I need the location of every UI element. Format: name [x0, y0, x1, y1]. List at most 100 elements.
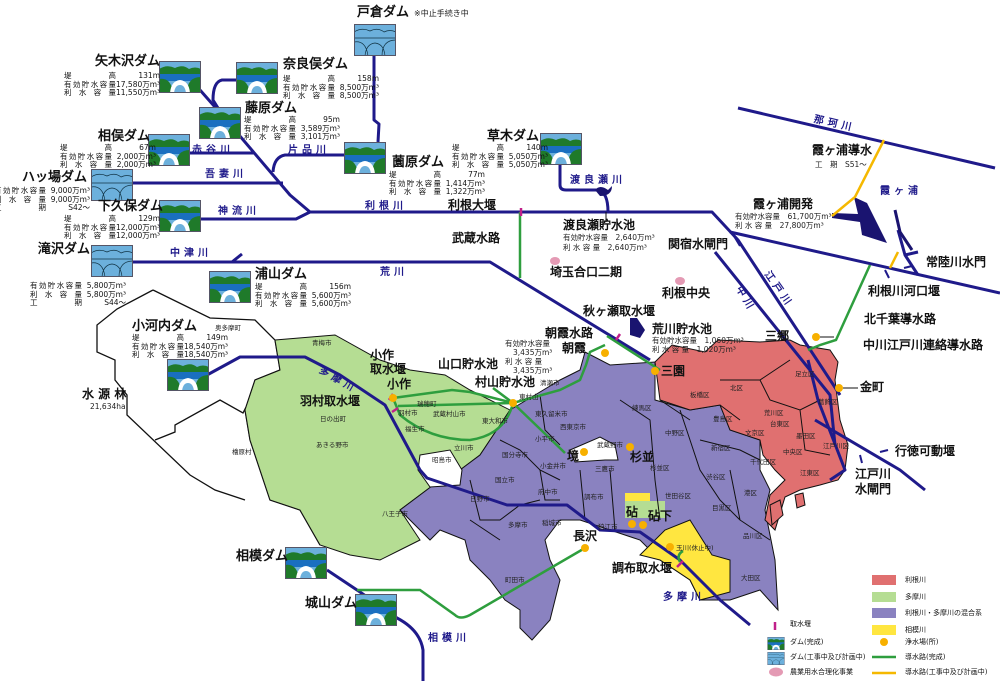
dam-icon — [159, 200, 201, 232]
label-ozaku: 小作 — [387, 377, 412, 391]
dam-stat-value: 1,414万m³ — [445, 178, 485, 188]
watarase-reservoir-shape — [595, 186, 612, 196]
conduit-tamagawa — [677, 549, 684, 563]
ward-label: 東大和市 — [482, 417, 508, 425]
legend-label-conduit-planned: 導水路(工事中及び計画中) — [905, 668, 988, 676]
dam-stat-value: 8,500万m³ — [339, 82, 379, 92]
agri-saitama — [550, 257, 560, 265]
dam-stat-label: 利水容量 — [255, 299, 307, 308]
dam-planned-icon — [354, 24, 396, 56]
river-label-kanna: 神流川 — [218, 206, 260, 217]
river-katashina — [271, 153, 345, 173]
label-watarase-s1: 有効貯水容量 2,640万m³ — [563, 233, 655, 242]
dam-stat-label: 工期 — [0, 203, 46, 212]
ward-label: 福生市 — [405, 425, 425, 433]
legend-label-plant: 浄水場(所) — [905, 638, 939, 646]
label-nagasawa: 長沢 — [573, 529, 598, 543]
ward-label: 国分寺市 — [502, 451, 528, 459]
dam-stat-value: 12,000万m³ — [116, 231, 161, 240]
river-edo — [806, 359, 926, 492]
ward-label: 狛江市 — [598, 523, 618, 531]
dam-stat-label: 堤高 — [255, 282, 307, 291]
ward-label: 千代田区 — [750, 458, 776, 466]
area-musashino — [569, 436, 619, 463]
ward-label: 練馬区 — [632, 404, 652, 412]
ward-label: 小平市 — [535, 435, 555, 443]
dam-stat-row: 工期S42～ — [0, 203, 90, 213]
dam-stat-label: 利水容量 — [0, 194, 46, 204]
label-ozaku-weir2: 取水堰 — [370, 362, 407, 376]
label-arakawa-s1: 有効貯水容量 1,060万m³ — [652, 336, 744, 345]
plant-kinutashita — [639, 521, 647, 529]
conduit-sakai — [512, 402, 566, 454]
river-label-katashina: 片品川 — [288, 145, 330, 156]
dam-stat-label: 利水容量 — [64, 88, 116, 97]
ward-label: 東久留米市 — [535, 410, 568, 418]
label-musashi: 武蔵水路 — [452, 231, 501, 245]
ward-label: 中野区 — [665, 429, 685, 437]
dam-stat-row: 堤高 140m — [452, 143, 548, 153]
dam-stat-row: 利水容量9,000万m³ — [0, 194, 90, 205]
label-yamaguchi-s4: 3,435万m³ — [513, 366, 553, 375]
river-label-tama_low: 多摩川 — [663, 592, 705, 603]
ward-label: 台東区 — [770, 420, 790, 428]
dam-icon — [159, 61, 201, 93]
dam-stat-value: 5,800万m³ — [86, 289, 126, 299]
conduit-kasumigaura-lower — [888, 251, 900, 269]
dam-icon — [236, 62, 278, 94]
dam-stat-label: 有効貯水容量 — [64, 79, 116, 89]
legend-label-agri: 農業用水合理化事業 — [790, 668, 853, 676]
label-ozaku-weir1: 小作 — [370, 348, 395, 362]
dam-stat-label: 堤高 — [452, 143, 504, 152]
dam-stat-label: 有効貯水容量 — [30, 281, 82, 290]
dam-stat-value: 140m — [526, 143, 548, 152]
ward-label: 清瀬市 — [540, 379, 560, 387]
dam-name-takizawa: 滝沢ダム — [38, 242, 91, 257]
ward-label: 府中市 — [538, 488, 558, 496]
label-higashimurayama: 東村山 — [519, 393, 539, 401]
area-sagami-kinuta — [625, 493, 650, 501]
ward-label: 日野市 — [470, 495, 490, 503]
ward-borders — [469, 359, 831, 541]
plant-higashimurayama — [509, 399, 517, 407]
dam-stat-label: 堤高 — [60, 143, 112, 152]
dam-stat-value: 3,101万m³ — [300, 132, 340, 141]
ward-label: 江戸川区 — [823, 442, 849, 450]
dam-stat-label: 利水容量 — [244, 132, 296, 141]
dam-name-tokura: 戸倉ダム — [357, 5, 410, 20]
plant-nagasawa — [581, 544, 589, 552]
label-nakagawa-edogawa: 中川江戸川連絡導水路 — [863, 338, 984, 352]
dam-stat-label: 有効貯水容量 — [64, 222, 116, 232]
label-tamagawa: 玉川(休止中) — [676, 544, 714, 552]
conduit-planned-network — [831, 139, 900, 269]
legend-swatch-sagami — [872, 625, 896, 635]
purification-plants — [389, 333, 843, 552]
label-murayama: 村山貯水池 — [475, 375, 536, 389]
legend-swatch-mixed — [872, 608, 896, 618]
dam-stat-label: 堤高 — [64, 214, 116, 223]
dam-stat-value: 2,000万m³ — [116, 160, 156, 169]
area-tone-island — [794, 492, 806, 509]
dam-name-fujiwara: 藤原ダム — [245, 101, 298, 116]
dam-planned-icon — [91, 245, 133, 277]
dam-name-yagisawa: 矢木沢ダム — [95, 54, 161, 69]
label-watarase-s2: 利 水 容 量 2,640万m³ — [563, 243, 647, 252]
dam-icon — [167, 359, 209, 391]
lake-kitaura — [893, 209, 914, 251]
river-label-agatsuma: 吾妻川 — [205, 169, 247, 180]
dam-stat-value: 18,540万m³ — [184, 350, 229, 359]
river-label-ara: 荒川 — [380, 267, 408, 278]
ward-label: 文京区 — [745, 429, 765, 437]
ward-label: 小金井市 — [540, 462, 566, 470]
